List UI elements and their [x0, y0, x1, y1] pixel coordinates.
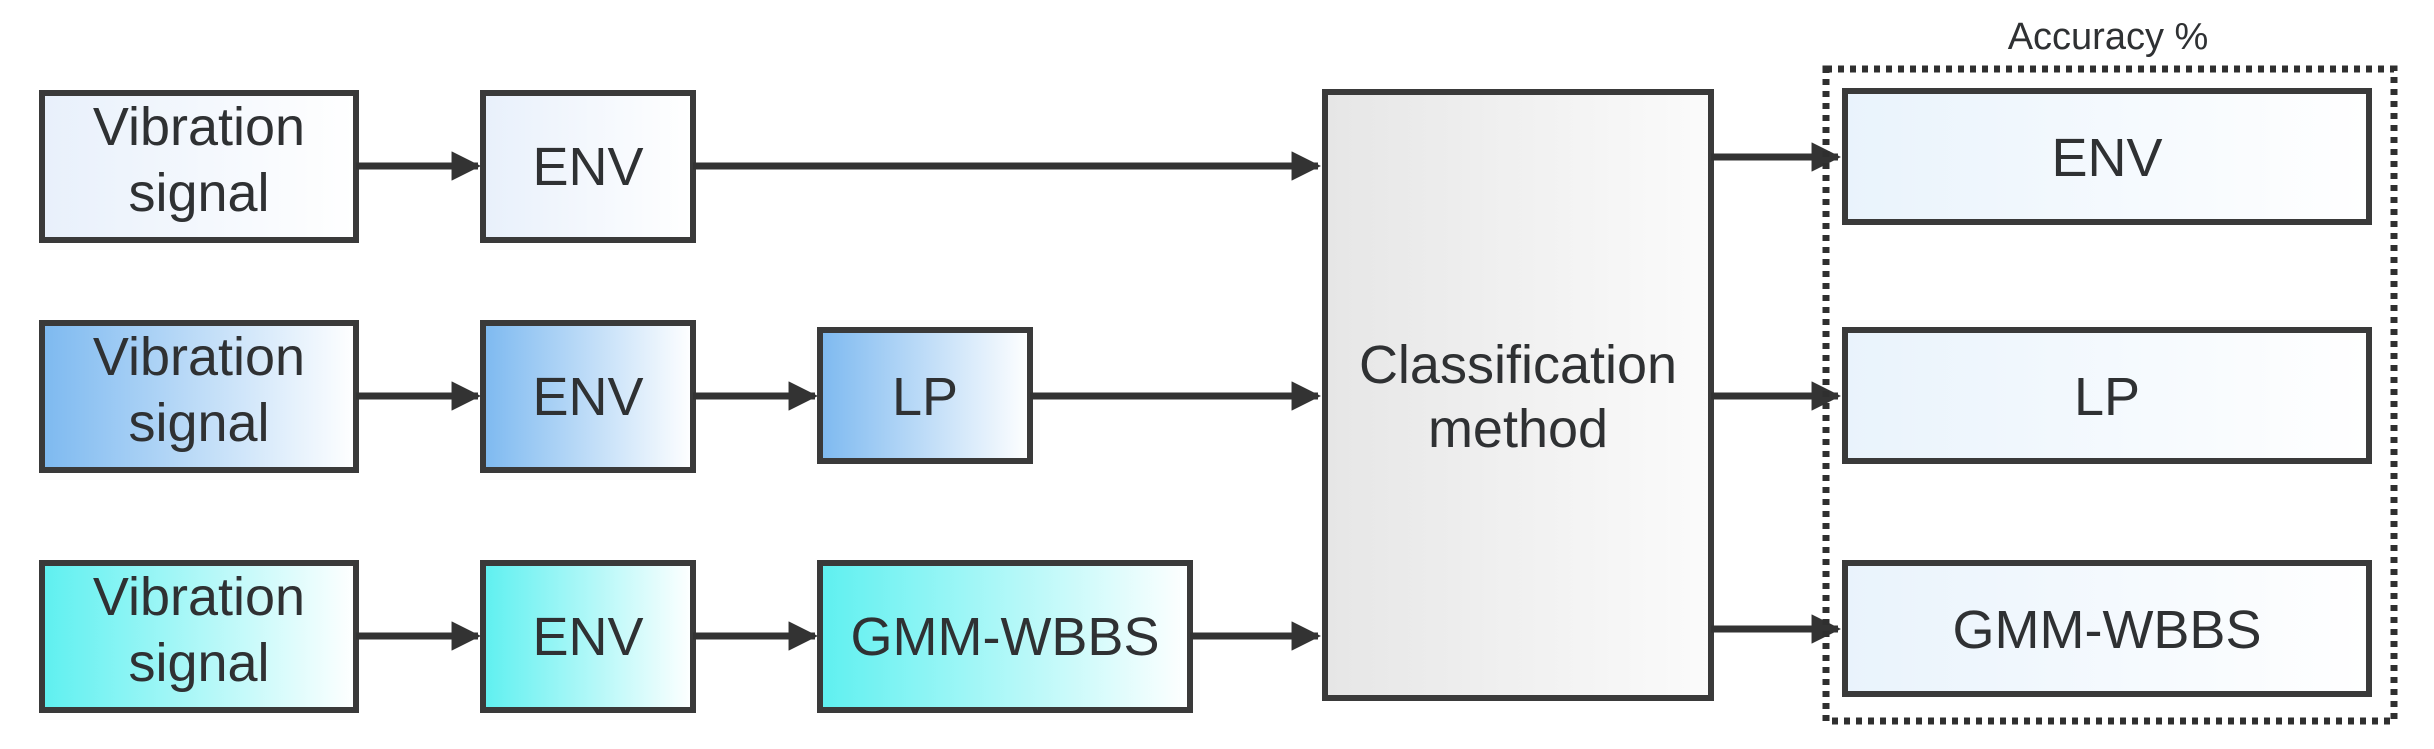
env-box-3: ENV	[480, 560, 696, 713]
env-label-1: ENV	[532, 137, 643, 197]
gmm-wbbs-box: GMM-WBBS	[817, 560, 1193, 713]
output-lp-label: LP	[2074, 367, 2140, 427]
lp-box: LP	[817, 327, 1033, 464]
vibration-signal-box-3: Vibration signal	[39, 560, 359, 713]
output-box-env: ENV	[1842, 88, 2372, 225]
vibration-signal-line-2: signal	[128, 393, 269, 453]
row-3: Vibration signal ENV GMM-WBBS	[39, 560, 1321, 713]
classification-method-box: Classification method	[1322, 89, 1714, 701]
vibration-signal-line-1: Vibration	[93, 567, 305, 627]
row-2: Vibration signal ENV LP	[39, 320, 1321, 473]
accuracy-group: Accuracy % ENV LP GMM-WBBS	[1822, 16, 2398, 725]
output-box-gmm-wbbs: GMM-WBBS	[1842, 560, 2372, 697]
accuracy-dotted-frame	[1822, 65, 2398, 725]
output-box-lp: LP	[1842, 327, 2372, 464]
vibration-signal-line-2: signal	[128, 633, 269, 693]
output-gmm-wbbs-label: GMM-WBBS	[1953, 600, 2262, 660]
env-box-1: ENV	[480, 90, 696, 243]
lp-label: LP	[892, 367, 958, 427]
output-env-label: ENV	[2051, 128, 2162, 188]
classification-method-line-1: Classification	[1359, 335, 1677, 395]
env-box-2: ENV	[480, 320, 696, 473]
accuracy-title: Accuracy %	[2008, 16, 2209, 58]
vibration-signal-line-2: signal	[128, 163, 269, 223]
gmm-wbbs-label: GMM-WBBS	[851, 607, 1160, 667]
row-1: Vibration signal ENV	[39, 90, 1321, 243]
vibration-signal-line-1: Vibration	[93, 327, 305, 387]
env-label-2: ENV	[532, 367, 643, 427]
classification-method-line-2: method	[1428, 399, 1608, 459]
vibration-signal-line-1: Vibration	[93, 97, 305, 157]
vibration-signal-box-1: Vibration signal	[39, 90, 359, 243]
vibration-signal-box-2: Vibration signal	[39, 320, 359, 473]
env-label-3: ENV	[532, 607, 643, 667]
